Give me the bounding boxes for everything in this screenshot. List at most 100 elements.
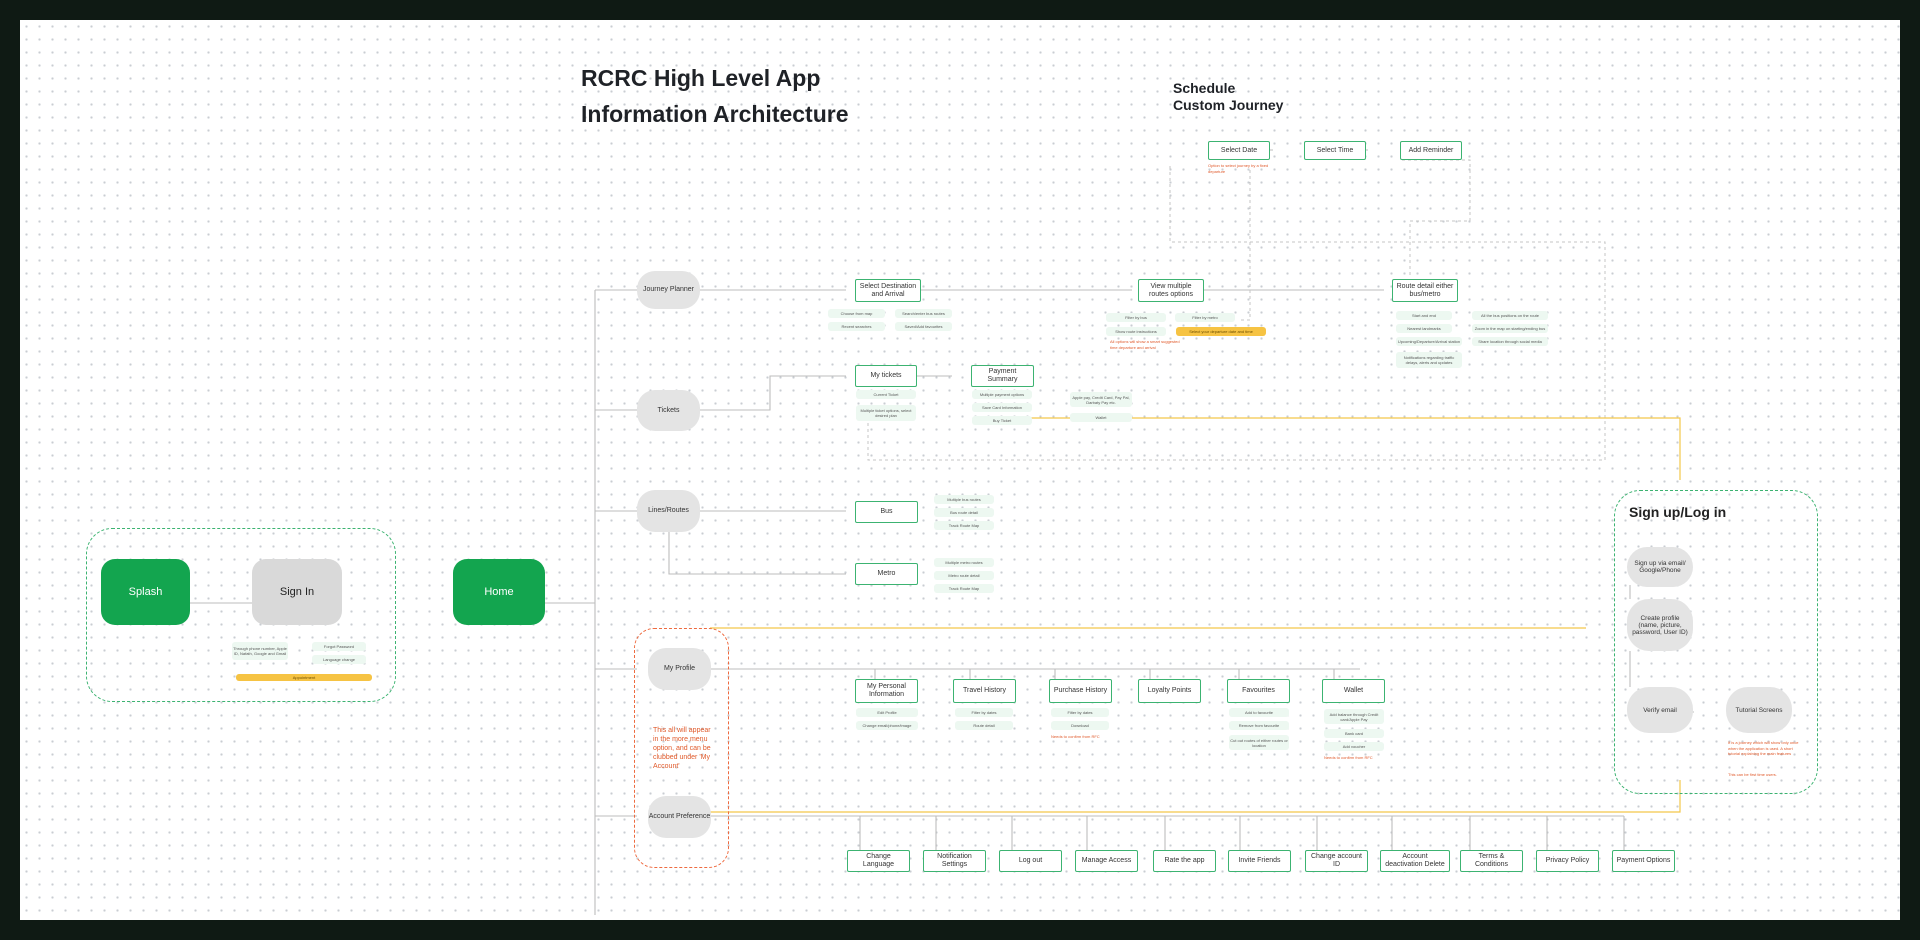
diagram-canvas: RCRC High Level App Information Architec…: [20, 20, 1900, 920]
purchase-chip: Filter by dates: [1051, 708, 1109, 717]
ticket-chip: Multiple ticket options, select desired …: [856, 405, 916, 421]
bus-chip: Bus route detail: [934, 508, 994, 517]
pref-notification-settings[interactable]: Notification Settings: [923, 850, 986, 872]
pref-change-account-id[interactable]: Change account ID: [1305, 850, 1368, 872]
select-destination-node[interactable]: Select Destination and Arrival: [855, 279, 921, 302]
bus-chip: Multiple bus routes: [934, 495, 994, 504]
signup-title: Sign up/Log in: [1629, 504, 1727, 520]
title-line-2: Information Architecture: [581, 101, 849, 127]
signup-email-node[interactable]: Sign up via email/ Google/Phone: [1627, 547, 1693, 587]
routes-note: All options will show a smart suggested …: [1110, 339, 1180, 350]
view-routes-node[interactable]: View multiple routes options: [1138, 279, 1204, 302]
destination-chip: Choose from map: [828, 309, 885, 318]
routes-chip: Filter by metro: [1175, 313, 1235, 322]
pref-log-out[interactable]: Log out: [999, 850, 1062, 872]
routes-chip: Show route instructions: [1106, 327, 1166, 336]
payment-chip: Buy Ticket: [972, 416, 1032, 425]
tutorial-note-2: This can be first time users.: [1728, 772, 1777, 777]
route-detail-chip: Nearest landmarks: [1396, 324, 1452, 333]
payment-chip: Save Card Information: [972, 403, 1032, 412]
account-preference-node[interactable]: Account Preference: [648, 796, 711, 838]
favourites-chip: Add to favourite: [1229, 708, 1289, 717]
pref-account-deactivation[interactable]: Account deactivation Delete: [1380, 850, 1450, 872]
destination-chip: Recent searches: [828, 322, 885, 331]
metro-node[interactable]: Metro: [855, 563, 918, 585]
signup-group: [1614, 490, 1818, 794]
more-menu-note: This all will appear in the more menu op…: [653, 727, 711, 770]
select-date-node[interactable]: Select Date: [1208, 141, 1270, 160]
payment-summary-node[interactable]: Payment Summary: [971, 365, 1034, 387]
home-node[interactable]: Home: [453, 559, 545, 625]
more-menu-group: [634, 628, 729, 868]
wallet-item-chip: Bank card: [1324, 729, 1384, 738]
route-detail-chip: All the bus positions on the route: [1472, 311, 1548, 320]
wallet-chip: Wallet: [1070, 413, 1132, 422]
payment-chip: Multiple payment options: [972, 390, 1032, 399]
signin-chip: Forgot Password: [312, 642, 366, 651]
signin-highlight: Appointment: [236, 674, 372, 681]
my-tickets-node[interactable]: My tickets: [855, 365, 917, 387]
travel-chip: Route detail: [955, 721, 1013, 730]
route-detail-node[interactable]: Route detail either bus/metro: [1392, 279, 1458, 302]
bus-node[interactable]: Bus: [855, 501, 918, 523]
tutorial-screens-node[interactable]: Tutorial Screens: [1726, 687, 1792, 733]
route-detail-chip: Share location through social media: [1472, 337, 1548, 346]
wallet-item-chip: Add voucher: [1324, 742, 1384, 751]
purchase-history-node[interactable]: Purchase History: [1049, 679, 1112, 703]
route-detail-chip: Notifications regarding traffic delays, …: [1396, 352, 1462, 368]
route-detail-chip: Start and end: [1396, 311, 1452, 320]
purchase-note: Needs to confirm from RFC: [1051, 734, 1100, 739]
tickets-node[interactable]: Tickets: [637, 390, 700, 431]
select-date-note: Option to select journey by a fixed depa…: [1208, 163, 1269, 174]
title-line-1: RCRC High Level App: [581, 65, 821, 91]
schedule-title-line-1: Schedule: [1173, 80, 1236, 96]
create-profile-node[interactable]: Create profile (name, picture, password,…: [1627, 599, 1693, 651]
verify-email-node[interactable]: Verify email: [1627, 687, 1693, 733]
metro-chip: Metro route detail: [934, 571, 994, 580]
select-time-node[interactable]: Select Time: [1304, 141, 1366, 160]
personal-info-node[interactable]: My Personal Information: [855, 679, 918, 703]
sign-in-node[interactable]: Sign In: [252, 559, 342, 625]
pref-payment-options[interactable]: Payment Options: [1612, 850, 1675, 872]
add-reminder-node[interactable]: Add Reminder: [1400, 141, 1462, 160]
pref-invite-friends[interactable]: Invite Friends: [1228, 850, 1291, 872]
pref-privacy-policy[interactable]: Privacy Policy: [1536, 850, 1599, 872]
destination-chip: Search/enter bus routes: [895, 309, 952, 318]
wallet-note: Needs to confirm from RFC: [1324, 755, 1373, 760]
loyalty-points-node[interactable]: Loyalty Points: [1138, 679, 1201, 703]
personal-chip: Change email/phone/image: [856, 721, 918, 730]
metro-chip: Track Route Map: [934, 584, 994, 593]
routes-chip: Filter by bus: [1106, 313, 1166, 322]
pref-terms-conditions[interactable]: Terms & Conditions: [1460, 850, 1523, 872]
favourites-node[interactable]: Favourites: [1227, 679, 1290, 703]
travel-history-node[interactable]: Travel History: [953, 679, 1016, 703]
favourites-chip: Remove from favourite: [1229, 721, 1289, 730]
ticket-chip: Current Ticket: [856, 390, 916, 399]
route-detail-chip: Zoom in the map on starting/ending bus: [1472, 324, 1548, 333]
bus-chip: Track Route Map: [934, 521, 994, 530]
purchase-chip: Download: [1051, 721, 1109, 730]
page-title: RCRC High Level App Information Architec…: [581, 60, 849, 132]
lines-routes-node[interactable]: Lines/Routes: [637, 490, 700, 532]
my-profile-node[interactable]: My Profile: [648, 648, 711, 690]
routes-highlight: Select your departure date and time: [1176, 327, 1266, 336]
destination-chip: Saved/Add favourites: [895, 322, 952, 331]
pref-manage-access[interactable]: Manage Access: [1075, 850, 1138, 872]
splash-node[interactable]: Splash: [101, 559, 190, 625]
schedule-title: Schedule Custom Journey: [1173, 80, 1283, 114]
pref-rate-the-app[interactable]: Rate the app: [1153, 850, 1216, 872]
journey-planner-node[interactable]: Journey Planner: [637, 271, 700, 309]
signin-chip: Through phone number, Apple ID, Nafath, …: [232, 642, 288, 660]
favourites-chip: Cut out routes of either routes or locat…: [1229, 735, 1289, 750]
schedule-title-line-2: Custom Journey: [1173, 97, 1284, 113]
wallet-node[interactable]: Wallet: [1322, 679, 1385, 703]
connector-lines: [190, 149, 1694, 915]
route-detail-chip: Upcoming/Departure/Arrival station: [1396, 337, 1462, 346]
metro-chip: Multiple metro routes: [934, 558, 994, 567]
payment-methods-chip: Apple pay, Credit Card, Pay Pal, Darbaty…: [1070, 392, 1132, 407]
tutorial-note: It is a journey which will show only onc…: [1728, 740, 1799, 756]
travel-chip: Filter by dates: [955, 708, 1013, 717]
wallet-item-chip: Add balance through Credit card/Apple Pa…: [1324, 709, 1384, 724]
entry-group: [86, 528, 396, 702]
pref-change-language[interactable]: Change Language: [847, 850, 910, 872]
